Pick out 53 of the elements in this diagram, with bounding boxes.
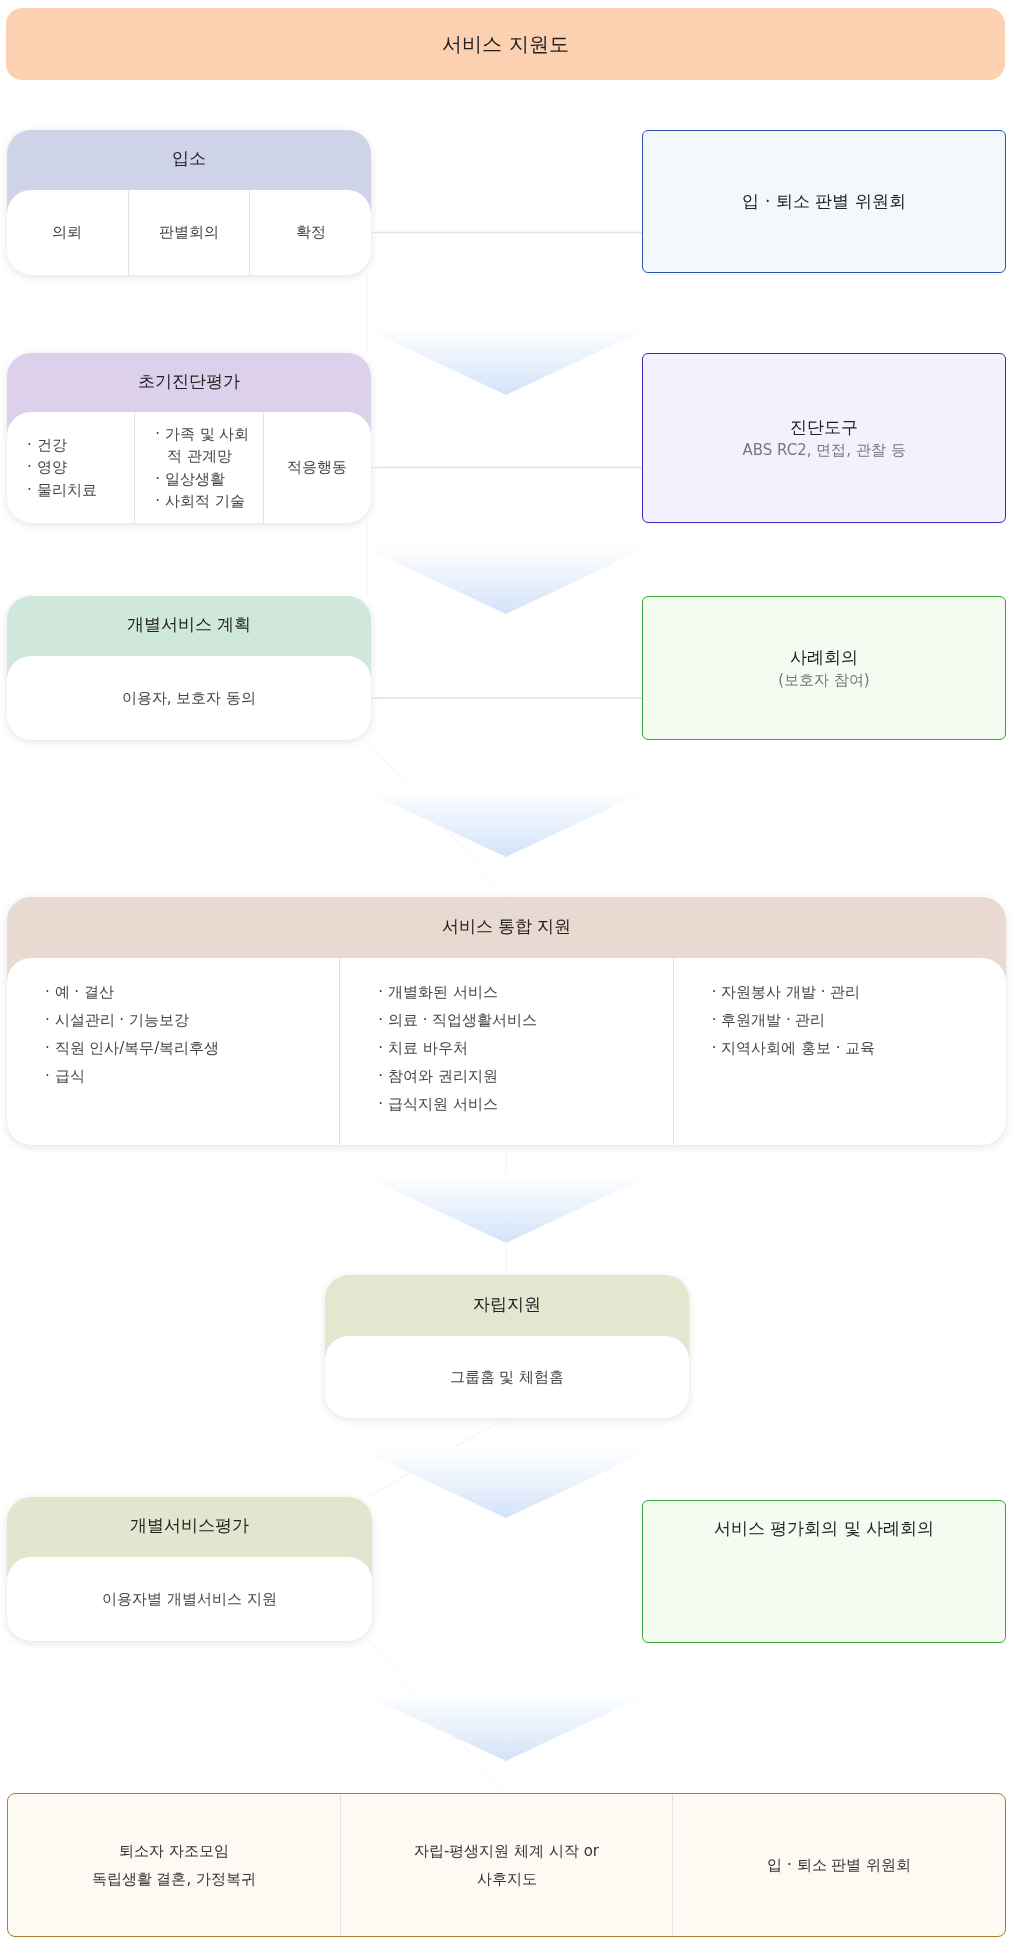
box-title: 서비스 평가회의 및 사례회의: [713, 1517, 935, 1540]
process-card: [7, 897, 1006, 1145]
info-box: [642, 353, 1006, 523]
list-item: · 직원 인사/복무/복리후생: [45, 1038, 221, 1059]
card-title: 개별서비스 계획: [125, 613, 253, 636]
list-item: · 일상생활: [155, 468, 226, 490]
cell-text: 이용자, 보호자 동의: [121, 687, 257, 709]
card-title: 초기진단평가: [137, 369, 241, 393]
box-subtitle: (보호자 참여): [778, 671, 870, 690]
process-card: [7, 596, 371, 740]
card-title: 서비스 통합 지원: [440, 914, 573, 938]
list-item: · 급식지원 서비스: [378, 1094, 499, 1115]
list-item: · 예 · 결산: [45, 982, 115, 1003]
cell-text: 입 · 퇴소 판별 위원회: [767, 1854, 912, 1876]
process-card: [7, 130, 371, 275]
box-subtitle: ABS RC2, 면접, 관찰 등: [742, 441, 906, 460]
list-item: · 후원개발 · 관리: [711, 1010, 827, 1031]
list-item: · 참여와 권리지원: [378, 1066, 499, 1087]
info-box: [642, 130, 1006, 273]
list-item: · 치료 바우처: [378, 1038, 469, 1059]
list-item: · 급식: [45, 1066, 86, 1087]
result-box: [7, 1793, 1006, 1937]
card-title: 입소: [171, 147, 207, 170]
list-item: · 의료 · 직업생활서비스: [378, 1010, 539, 1031]
list-item: · 지역사회에 홍보 · 교육: [711, 1038, 877, 1059]
list-item: · 가족 및 사회적 관계망: [155, 423, 251, 467]
cell-text: 자립-평생지원 체계 시작 or 사후지도: [412, 1840, 601, 1890]
cell-text: 그룹홈 및 체험홈: [449, 1366, 565, 1388]
list-item: · 시설관리 · 기능보강: [45, 1010, 190, 1031]
box-title: 사례회의: [790, 646, 858, 669]
title-banner: 서비스 지원도: [6, 8, 1005, 80]
box-title: 진단도구: [790, 416, 858, 439]
cell-text: 독립생활 결혼, 가정복귀: [91, 1869, 256, 1890]
box-title: 입 · 퇴소 판별 위원회: [742, 190, 906, 213]
cell-text: 판별회의: [159, 222, 219, 244]
list-item: · 영양: [27, 457, 68, 479]
cell-text: 적응행동: [287, 457, 348, 479]
process-card: [325, 1275, 689, 1418]
list-item: · 건강: [27, 434, 68, 456]
cell-text: 이용자별 개별서비스 지원: [102, 1588, 277, 1610]
list-item: · 개별화된 서비스: [378, 982, 499, 1003]
info-box: [642, 596, 1006, 740]
cell-text: 확정: [295, 222, 326, 244]
card-title: 개별서비스평가: [129, 1514, 250, 1537]
info-box: [642, 1500, 1006, 1643]
list-item: · 자원봉사 개발 · 관리: [711, 982, 862, 1003]
cell-text: 퇴소자 자조모임: [118, 1840, 229, 1862]
list-item: · 물리치료: [27, 479, 98, 501]
process-card: [7, 353, 371, 523]
list-item: · 사회적 기술: [155, 491, 246, 512]
process-card: [7, 1497, 372, 1641]
cell-text: 의뢰: [52, 222, 83, 244]
card-title: 자립지원: [472, 1292, 542, 1316]
